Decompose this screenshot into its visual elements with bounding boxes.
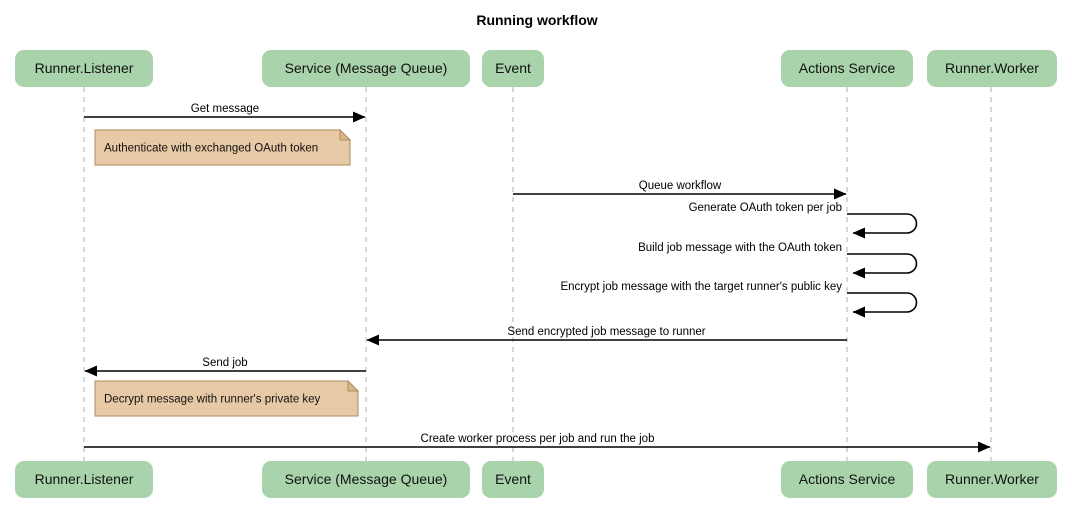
self-loop-path [847, 213, 918, 239]
participant-label: Runner.Worker [945, 471, 1039, 487]
participant-header-runner-listener[interactable]: Runner.Listener [15, 50, 153, 87]
message-encrypt-job-message-with-the-target-runners-public-key[interactable]: Encrypt job message with the target runn… [560, 281, 918, 318]
participant-footer-actions-service[interactable]: Actions Service [781, 461, 913, 498]
participant-label: Event [495, 471, 531, 487]
message-send-encrypted-job-message-to-runner[interactable]: Send encrypted job message to runner [366, 326, 847, 346]
participant-box[interactable] [262, 461, 470, 498]
participant-box[interactable] [781, 461, 913, 498]
message-label: Send job [202, 357, 247, 369]
participant-label: Event [495, 60, 531, 76]
participant-label: Runner.Worker [945, 60, 1039, 76]
message-label: Queue workflow [639, 180, 722, 192]
participant-label: Service (Message Queue) [285, 471, 448, 487]
participant-header-service-message-queue[interactable]: Service (Message Queue) [262, 50, 470, 87]
page-title: Running workflow [476, 12, 597, 28]
message-build-job-message-with-the-oauth-token[interactable]: Build job message with the OAuth token [638, 242, 918, 279]
message-label: Encrypt job message with the target runn… [560, 281, 842, 293]
note-body[interactable] [94, 380, 359, 417]
participant-box[interactable] [927, 461, 1057, 498]
note-label: Authenticate with exchanged OAuth token [104, 143, 318, 155]
message-generate-oauth-token-per-job[interactable]: Generate OAuth token per job [689, 202, 918, 239]
participant-header-runner-worker[interactable]: Runner.Worker [927, 50, 1057, 87]
participant-footer-runner-worker[interactable]: Runner.Worker [927, 461, 1057, 498]
participant-label: Actions Service [799, 60, 896, 76]
participant-box[interactable] [15, 50, 153, 87]
note-body[interactable] [94, 129, 351, 166]
participant-box[interactable] [927, 50, 1057, 87]
participant-label: Runner.Listener [35, 471, 134, 487]
participant-footer-runner-listener[interactable]: Runner.Listener [15, 461, 153, 498]
participant-label: Runner.Listener [35, 60, 134, 76]
self-loop-path [847, 253, 918, 279]
message-label: Build job message with the OAuth token [638, 242, 842, 254]
message-label: Get message [191, 103, 259, 115]
message-queue-workflow[interactable]: Queue workflow [513, 180, 847, 200]
participant-header-event[interactable]: Event [482, 50, 544, 87]
lifelines-layer [83, 87, 992, 461]
participant-label: Service (Message Queue) [285, 60, 448, 76]
message-create-worker-process-per-job-and-run-the-job[interactable]: Create worker process per job and run th… [84, 433, 991, 453]
message-send-job[interactable]: Send job [84, 357, 366, 377]
participant-box[interactable] [781, 50, 913, 87]
participant-box[interactable] [15, 461, 153, 498]
note-decrypt-message-with-runners-private-key[interactable]: Decrypt message with runner's private ke… [94, 379, 360, 417]
participant-box[interactable] [482, 461, 544, 498]
notes-layer: Authenticate with exchanged OAuth tokenD… [94, 128, 360, 417]
message-label: Create worker process per job and run th… [421, 433, 655, 445]
participant-header-actions-service[interactable]: Actions Service [781, 50, 913, 87]
note-fold-corner [339, 128, 352, 141]
participant-footer-event[interactable]: Event [482, 461, 544, 498]
participant-footer-service-message-queue[interactable]: Service (Message Queue) [262, 461, 470, 498]
note-fold-corner [347, 379, 360, 392]
message-get-message[interactable]: Get message [84, 103, 366, 123]
note-label: Decrypt message with runner's private ke… [104, 394, 321, 406]
self-loop-path [847, 292, 918, 318]
message-label: Send encrypted job message to runner [507, 326, 705, 338]
message-label: Generate OAuth token per job [689, 202, 842, 214]
note-authenticate-with-exchanged-oauth-token[interactable]: Authenticate with exchanged OAuth token [94, 128, 352, 166]
participant-label: Actions Service [799, 471, 896, 487]
participant-box[interactable] [262, 50, 470, 87]
participant-box[interactable] [482, 50, 544, 87]
